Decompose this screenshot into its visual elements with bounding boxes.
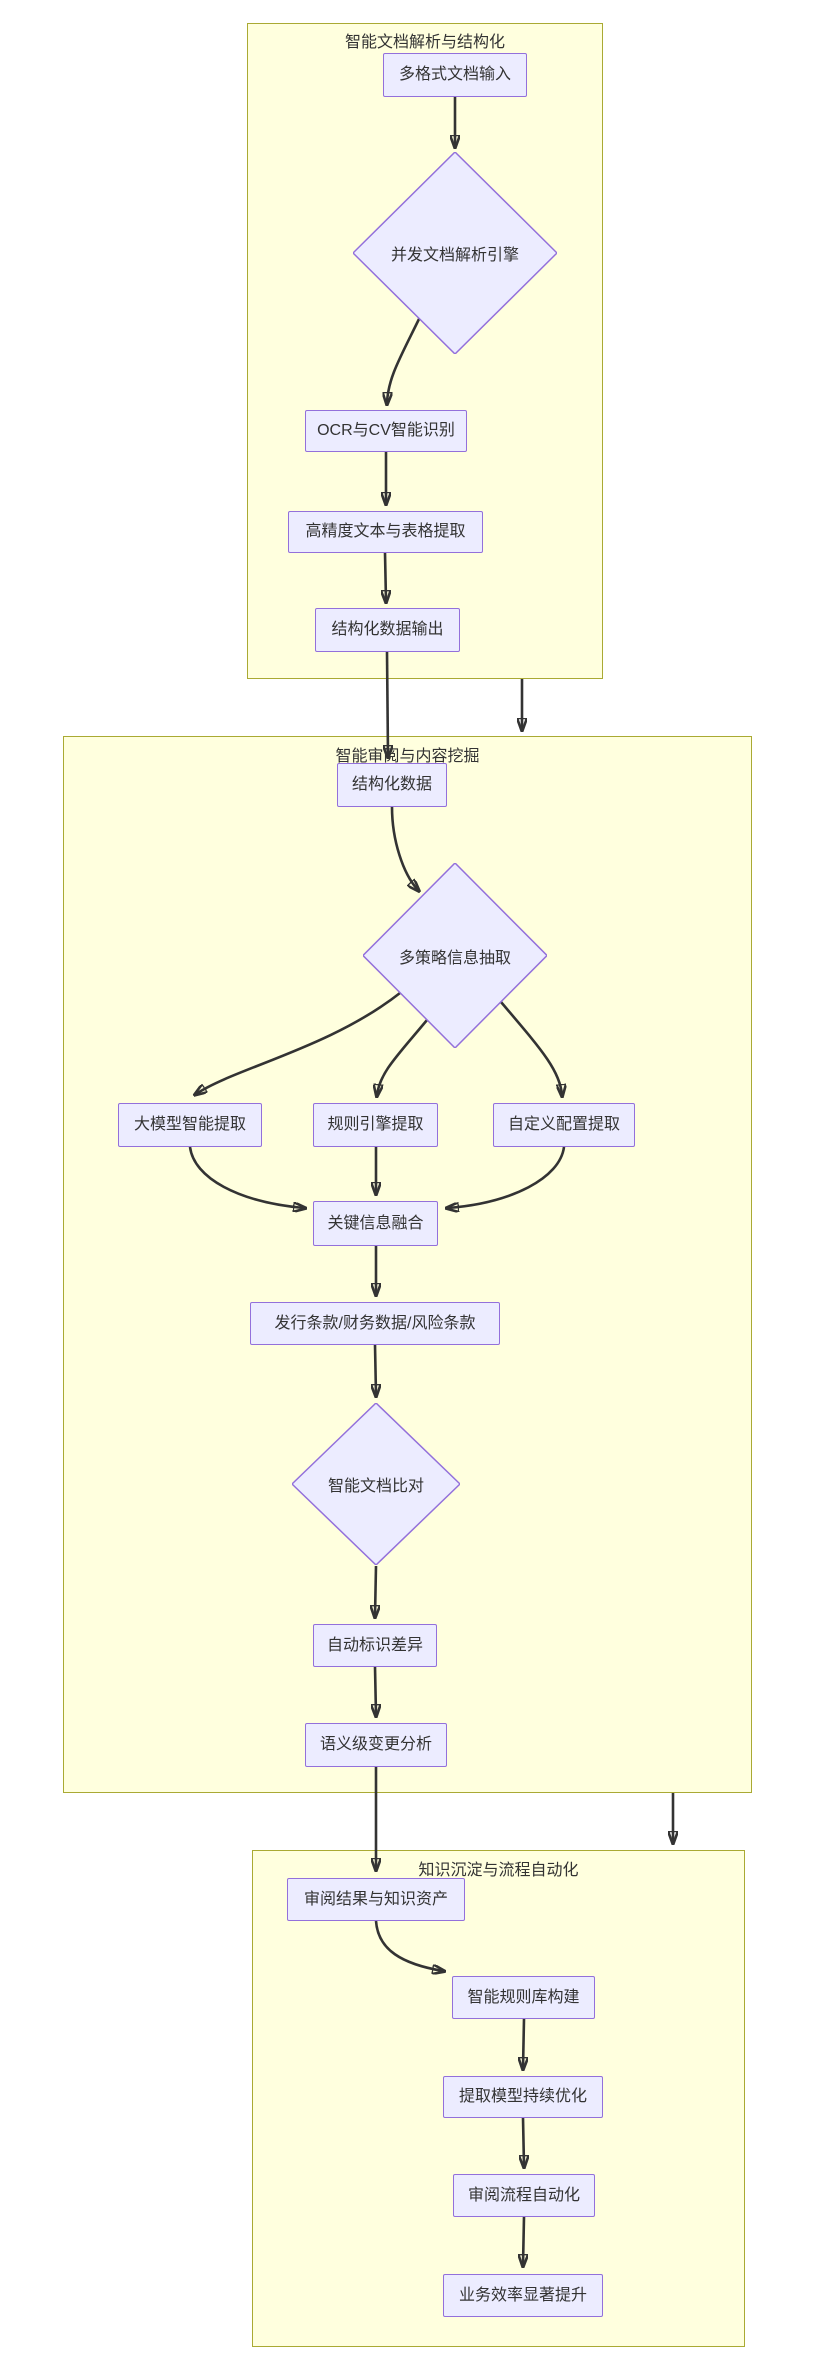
node-terms-financial-risk: 发行条款/财务数据/风险条款 — [250, 1302, 500, 1345]
decision-multi-strategy-extraction: 多策略信息抽取 — [363, 863, 547, 1048]
node-multi-format-input: 多格式文档输入 — [383, 53, 527, 97]
diamond-shape — [353, 152, 557, 354]
node-high-precision-extraction: 高精度文本与表格提取 — [288, 511, 483, 553]
node-ocr-cv-recognition: OCR与CV智能识别 — [305, 410, 467, 452]
section-doc-parsing — [247, 23, 603, 679]
node-key-info-fusion: 关键信息融合 — [313, 1201, 438, 1246]
node-rule-library-construction: 智能规则库构建 — [452, 1976, 595, 2019]
node-review-results-knowledge-assets: 审阅结果与知识资产 — [287, 1878, 465, 1921]
node-review-process-automation: 审阅流程自动化 — [453, 2174, 595, 2217]
node-semantic-change-analysis: 语义级变更分析 — [305, 1723, 447, 1767]
node-structured-data: 结构化数据 — [337, 763, 447, 807]
node-model-continuous-optimization: 提取模型持续优化 — [443, 2076, 603, 2118]
decision-label: 多策略信息抽取 — [398, 949, 511, 967]
node-auto-diff-marking: 自动标识差异 — [313, 1624, 437, 1667]
node-rule-engine-extraction: 规则引擎提取 — [313, 1103, 438, 1147]
node-llm-extraction: 大模型智能提取 — [118, 1103, 262, 1147]
decision-label: 并发文档解析引擎 — [390, 247, 519, 264]
section-title-knowledge-automation: 知识沉淀与流程自动化 — [418, 1862, 579, 1879]
section-title-review-mining: 智能审阅与内容挖掘 — [335, 748, 480, 765]
node-business-efficiency-improvement: 业务效率显著提升 — [443, 2274, 603, 2317]
decision-concurrent-parse-engine: 并发文档解析引擎 — [353, 152, 557, 354]
section-title-doc-parsing: 智能文档解析与结构化 — [344, 34, 505, 51]
node-custom-config-extraction: 自定义配置提取 — [493, 1103, 635, 1147]
decision-label: 智能文档比对 — [327, 1478, 424, 1495]
node-structured-data-output: 结构化数据输出 — [315, 608, 460, 652]
diamond-shape — [292, 1403, 460, 1565]
decision-doc-comparison: 智能文档比对 — [292, 1403, 460, 1565]
